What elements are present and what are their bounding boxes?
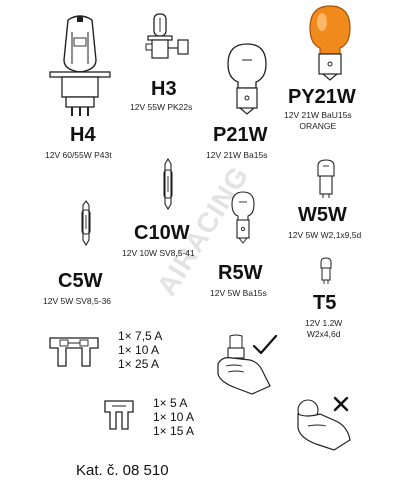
c5w-bulb-illustration (81, 200, 91, 247)
py21w-bulb-illustration (309, 5, 351, 81)
bulb-spec-r5w: 12V 5W Ba15s (210, 288, 267, 298)
bulb-name-c5w: C5W (58, 270, 103, 292)
incorrect-handling-illustration (297, 399, 351, 451)
standard-blade-fuse-illustration (49, 337, 99, 367)
bulb-spec-h3: 12V 55W PK22s (130, 102, 193, 112)
p21w-bulb-illustration (227, 43, 267, 115)
fuse-set-mini: 1× 5 A 1× 10 A 1× 15 A (153, 396, 195, 438)
bulb-spec-w5w: 12V 5W W2,1x9,5d (288, 230, 362, 240)
fuse-set-standard: 1× 7,5 A 1× 10 A 1× 25 A (118, 329, 163, 371)
bulb-name-t5: T5 (313, 292, 337, 314)
bulb-name-p21w: P21W (213, 124, 268, 146)
bulb-name-py21w: PY21W (288, 86, 356, 108)
bulb-spec-c5w: 12V 5W SV8,5-36 (43, 296, 112, 306)
bulb-spec-c10w: 12V 10W SV8,5-41 (122, 248, 195, 258)
cross-icon (333, 396, 349, 412)
correct-handling-illustration (217, 334, 271, 395)
bulb-spec-h4: 12V 60/55W P43t (45, 150, 112, 160)
r5w-bulb-illustration (231, 191, 255, 244)
h4-bulb-illustration (49, 15, 111, 116)
bulb-spec-p21w: 12V 21W Ba15s (206, 150, 268, 160)
bulb-name-c10w: C10W (134, 222, 190, 244)
mini-blade-fuse-illustration (104, 400, 134, 430)
catalog-number: Kat. č. 08 510 (76, 462, 169, 479)
checkmark-icon (252, 334, 278, 355)
bulb-name-h3: H3 (151, 78, 177, 100)
t5-bulb-illustration (320, 257, 332, 284)
bulb-spec-t5: 12V 1.2W W2x4,6d (305, 318, 343, 339)
c10w-bulb-illustration (163, 157, 173, 211)
w5w-bulb-illustration (317, 159, 335, 198)
bulb-name-r5w: R5W (218, 262, 263, 284)
bulb-name-h4: H4 (70, 124, 96, 146)
bulb-spec-py21w: 12V 21W BaU15s ORANGE (284, 110, 352, 131)
bulb-name-w5w: W5W (298, 204, 347, 226)
h3-bulb-illustration (145, 13, 189, 59)
